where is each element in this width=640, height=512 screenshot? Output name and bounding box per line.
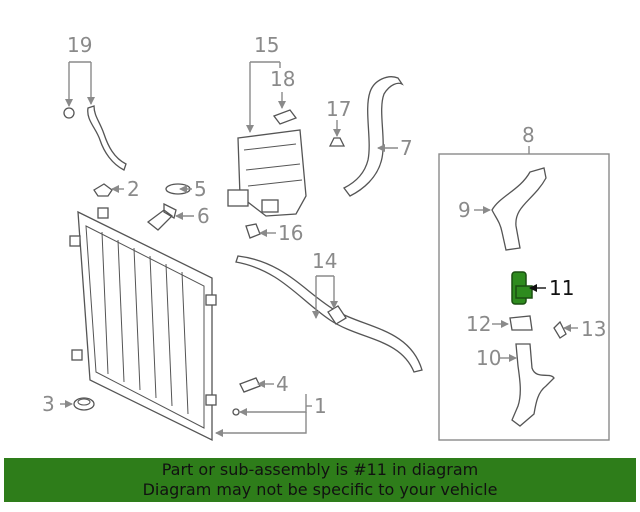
callout-5: 5 <box>194 177 207 201</box>
callout-8: 8 <box>522 123 535 147</box>
callout-3: 3 <box>42 392 55 416</box>
inlet-10-part <box>511 343 555 427</box>
bolt-16-part <box>245 223 261 239</box>
callout-18: 18 <box>270 67 295 91</box>
callout-12: 12 <box>466 312 491 336</box>
leader-lines <box>60 61 578 437</box>
clip-2-part <box>93 183 113 197</box>
callout-1: 1 <box>314 394 327 418</box>
callout-19: 19 <box>67 33 92 57</box>
thermostat-11-highlight <box>511 271 533 305</box>
callout-9: 9 <box>458 198 471 222</box>
sensor-13-part <box>553 320 567 339</box>
fitting-6-part <box>146 202 177 231</box>
banner-line-2: Diagram may not be specific to your vehi… <box>142 480 498 499</box>
callout-7: 7 <box>400 136 413 160</box>
callout-4: 4 <box>276 372 289 396</box>
clip-17-part <box>328 137 346 147</box>
callout-13: 13 <box>581 317 606 341</box>
fitting-1-part <box>232 408 240 416</box>
callout-10: 10 <box>476 346 501 370</box>
callout-16: 16 <box>278 221 303 245</box>
callout-14: 14 <box>312 249 337 273</box>
fitting-4-part <box>239 377 261 393</box>
callout-17: 17 <box>326 97 351 121</box>
reservoir-cap-18-part <box>272 109 298 125</box>
reservoir-tank-part <box>227 129 307 217</box>
drain-plug-part <box>73 397 95 411</box>
assembly-8-box <box>438 153 610 441</box>
callout-15: 15 <box>254 33 279 57</box>
callout-11: 11 <box>549 276 574 300</box>
outlet-9-part <box>491 167 547 251</box>
hose-19-part <box>63 105 127 171</box>
callout-6: 6 <box>197 204 210 228</box>
banner-line-1: Part or sub-assembly is #11 in diagram <box>161 460 479 479</box>
fitting-12-part <box>509 315 533 331</box>
info-banner: Part or sub-assembly is #11 in diagram D… <box>4 458 636 502</box>
callout-2: 2 <box>127 177 140 201</box>
radiator-part <box>69 207 217 442</box>
parts-diagram: 19 15 18 17 7 8 2 5 6 9 16 14 11 12 13 1… <box>42 33 610 442</box>
hose-7-part <box>343 76 404 197</box>
